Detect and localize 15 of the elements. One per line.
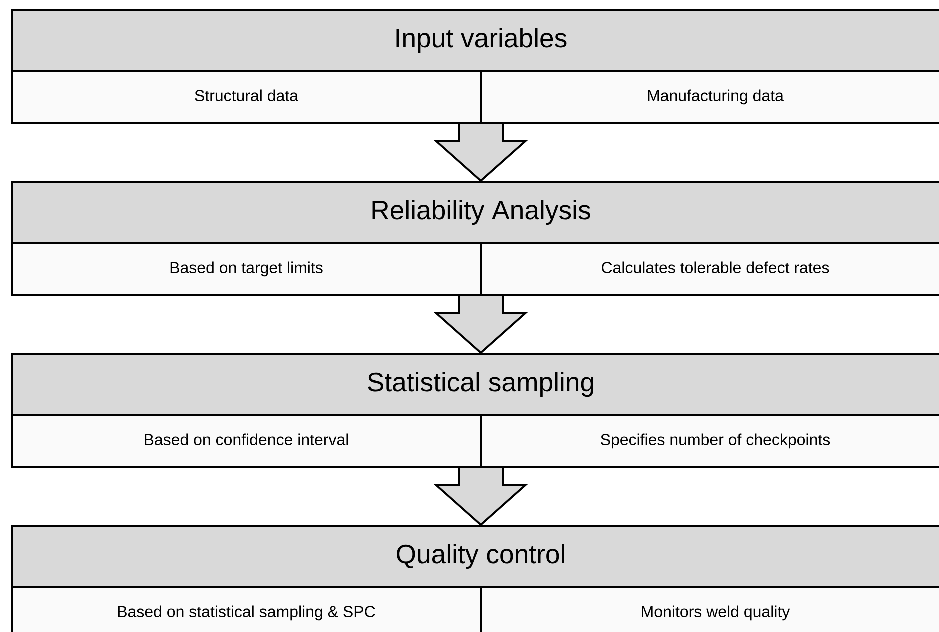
cell-box: Based on confidence interval (11, 414, 482, 468)
block-arrow (433, 123, 529, 182)
cell-box: Manufacturing data (480, 70, 939, 124)
cell-box: Monitors weld quality (480, 586, 939, 632)
block-arrow (433, 295, 529, 354)
header-band: Quality control (11, 525, 939, 588)
block-arrow (433, 467, 529, 526)
cell-box: Specifies number of checkpoints (480, 414, 939, 468)
cell-box: Calculates tolerable defect rates (480, 242, 939, 296)
header-band: Input variables (11, 9, 939, 72)
cell-box: Based on statistical sampling & SPC (11, 586, 482, 632)
cell-box: Structural data (11, 70, 482, 124)
header-band: Statistical sampling (11, 353, 939, 416)
cell-box: Based on target limits (11, 242, 482, 296)
header-band: Reliability Analysis (11, 181, 939, 244)
